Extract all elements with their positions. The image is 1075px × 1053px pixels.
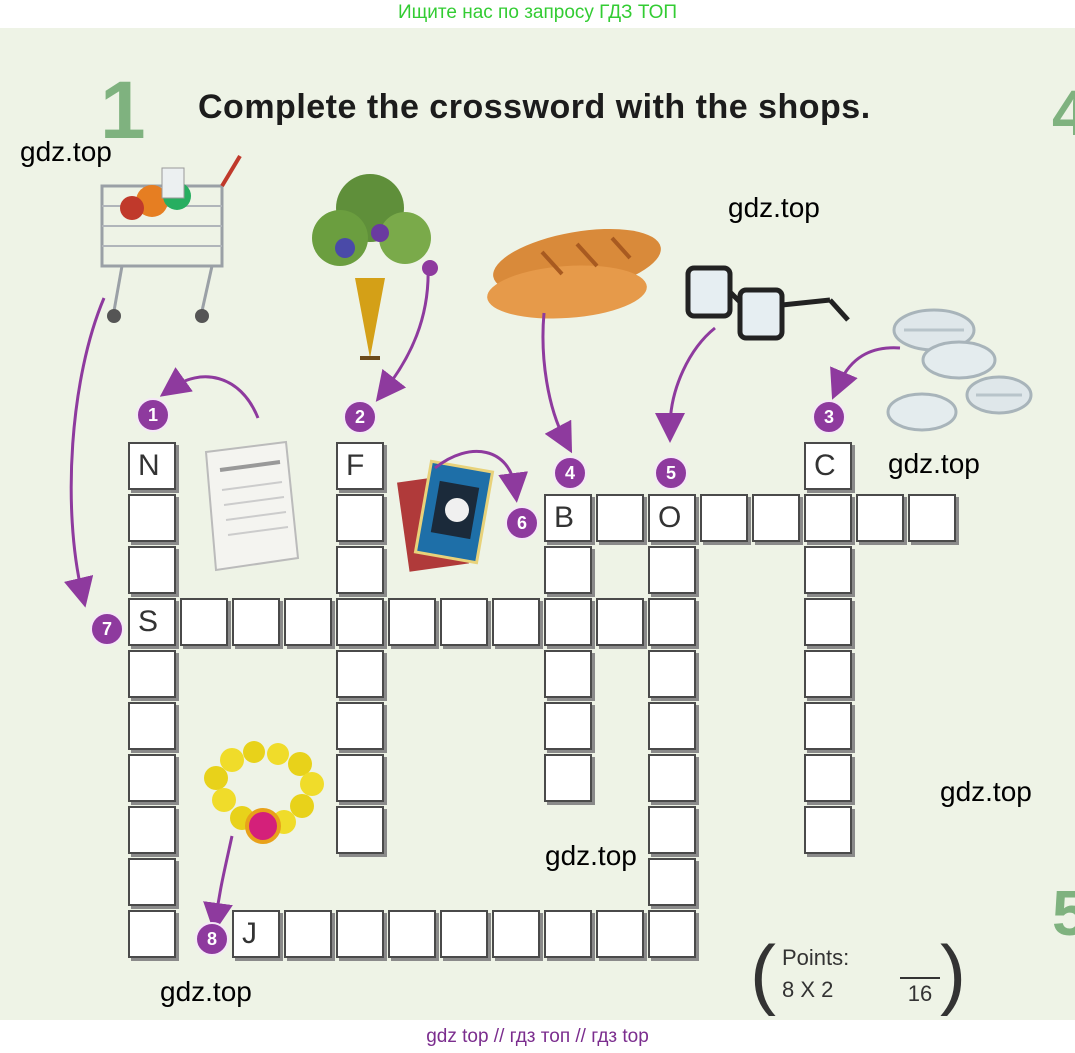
crossword-cell[interactable] [596,494,644,542]
bread-icon [487,228,661,319]
crossword-cell[interactable] [648,754,696,802]
crossword-cell[interactable] [752,494,800,542]
crossword-cell[interactable]: N [128,442,176,490]
clue-number-badge: 4 [553,456,587,490]
exercise-heading: Complete the crossword with the shops. [198,88,871,126]
crossword-cell[interactable] [336,910,384,958]
crossword-cell[interactable] [284,598,332,646]
flower-bouquet-icon [312,174,438,360]
crossword-cell[interactable]: J [232,910,280,958]
clue-number-badge: 6 [505,506,539,540]
crossword-cell[interactable] [648,546,696,594]
crossword-cell[interactable] [336,650,384,698]
crossword-cell[interactable] [648,650,696,698]
books-icon [397,459,495,572]
pills-icon [886,308,1033,432]
crossword-cell[interactable] [544,650,592,698]
crossword-cell[interactable] [804,494,852,542]
crossword-cell[interactable] [128,650,176,698]
crossword-cell[interactable] [700,494,748,542]
crossword-cell[interactable] [804,702,852,750]
crossword-cell[interactable]: B [544,494,592,542]
crossword-cell[interactable] [544,754,592,802]
clue-number-badge: 1 [136,398,170,432]
crossword-cell[interactable] [336,806,384,854]
crossword-cell[interactable] [128,754,176,802]
clue-number-badge: 2 [343,400,377,434]
clue-number-badge: 7 [90,612,124,646]
textbook-page: 1 4 5 Complete the crossword with the sh… [0,28,1075,1020]
top-banner: Ищите нас по запросу ГДЗ ТОП [397,2,678,23]
points-total: 16 [900,977,940,1007]
crossword-cell[interactable] [544,910,592,958]
crossword-cell[interactable] [336,546,384,594]
crossword-cell[interactable] [648,858,696,906]
points-label: Points: [782,945,850,970]
newspaper-icon [204,440,300,572]
arrows-layer [63,265,901,933]
clue-number-badge: 5 [654,456,688,490]
crossword-cell[interactable] [544,546,592,594]
crossword-cell[interactable] [596,910,644,958]
crossword-cell[interactable] [388,598,436,646]
next-exercise-number: 4 [1052,77,1075,149]
exercise-number: 1 [100,65,146,156]
watermark: gdz.top [160,976,252,1007]
crossword-cell[interactable]: F [336,442,384,490]
points-multiplier: 8 X 2 [782,977,834,1002]
crossword-cell[interactable] [804,754,852,802]
crossword-cell[interactable] [492,910,540,958]
points-paren-right: ) [940,929,966,1017]
points-paren-left: ( [750,929,776,1017]
crossword-cell[interactable] [284,910,332,958]
crossword-cell[interactable] [336,494,384,542]
crossword-cell[interactable] [648,806,696,854]
crossword-cell[interactable] [648,910,696,958]
watermark: gdz.top [20,136,112,167]
crossword-cell[interactable] [336,702,384,750]
crossword-cell[interactable] [440,910,488,958]
crossword-cell[interactable] [336,754,384,802]
next-exercise-number-2: 5 [1052,877,1075,949]
crossword-cell[interactable] [544,702,592,750]
necklace-icon [204,741,324,844]
crossword-cell[interactable] [440,598,488,646]
crossword-cell[interactable] [128,806,176,854]
crossword-cell[interactable] [648,702,696,750]
crossword-cell[interactable]: O [648,494,696,542]
crossword-cell[interactable] [596,598,644,646]
crossword-cell[interactable] [388,910,436,958]
clue-number-badge: 8 [195,922,229,956]
crossword-cell[interactable] [492,598,540,646]
crossword-cell[interactable] [336,598,384,646]
crossword-cell[interactable] [128,910,176,958]
crossword-cell[interactable] [856,494,904,542]
crossword-cell[interactable] [128,858,176,906]
crossword-cell[interactable] [804,546,852,594]
watermark: gdz.top [545,840,637,871]
crossword-cell[interactable] [648,598,696,646]
crossword-cell[interactable] [804,650,852,698]
bottom-banner: gdz top // гдз топ // гдз top [426,1026,649,1047]
crossword-cell[interactable] [128,702,176,750]
crossword-cell[interactable] [804,598,852,646]
crossword-cell[interactable] [544,598,592,646]
crossword-cell[interactable] [908,494,956,542]
crossword-cell[interactable]: C [804,442,852,490]
clue-number-badge: 3 [812,400,846,434]
points-box: ( Points: 8 X 2 16 ) [750,929,966,1017]
crossword-cell[interactable] [128,546,176,594]
crossword-cell[interactable] [128,494,176,542]
crossword-cell[interactable]: S [128,598,176,646]
glasses-icon [685,265,850,341]
watermark: gdz.top [888,448,980,479]
shopping-trolley-icon [100,154,242,323]
crossword-cell[interactable] [804,806,852,854]
watermark: gdz.top [728,192,820,223]
crossword-cell[interactable] [180,598,228,646]
watermark: gdz.top [940,776,1032,807]
crossword-cell[interactable] [232,598,280,646]
